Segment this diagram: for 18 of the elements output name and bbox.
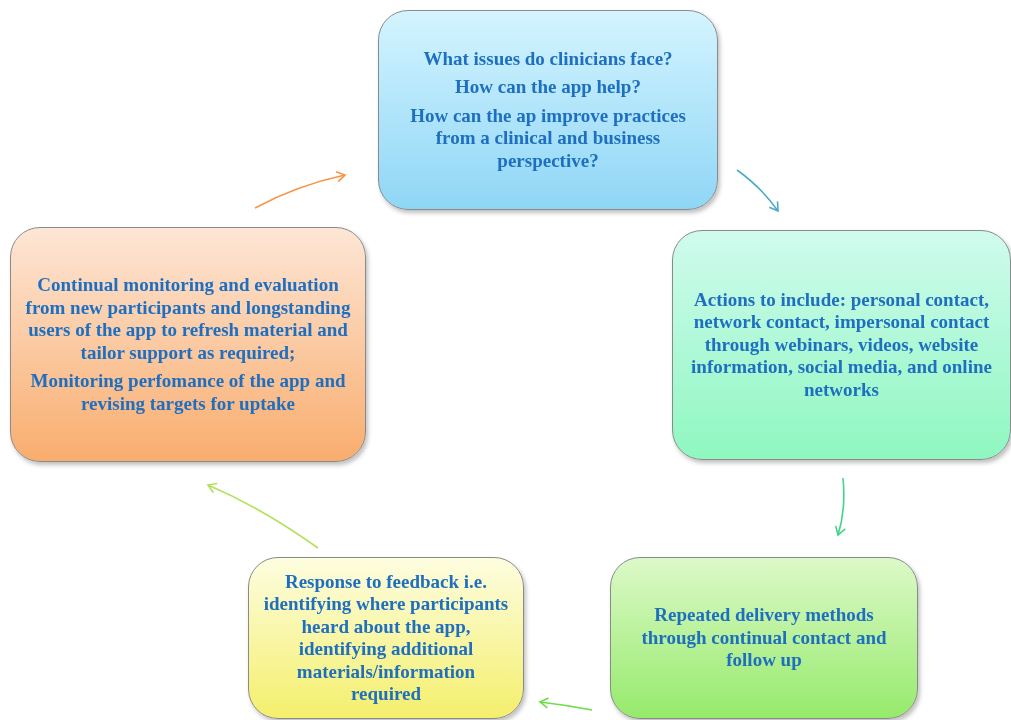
curved-arrow [254, 171, 346, 209]
box-text: Response to feedback i.e. identifying where participants heard about the app, identifying additional materials/information required [263, 570, 509, 706]
box-text: How can the ap improve practices from a clinical and business perspective? [409, 104, 687, 173]
box-text: Continual monitoring and evaluation from new participants and longstanding users of the app to refresh material and tailor support as required; [25, 274, 351, 364]
box-text: How can the app help? [455, 76, 641, 99]
curved-arrow [736, 169, 779, 212]
rounded-box [672, 230, 1011, 460]
rounded-box [10, 227, 366, 462]
box-text: Repeated delivery methods through continual contact and follow up [640, 604, 888, 672]
box-text: What issues do clinicians face? [423, 47, 673, 71]
rounded-box [378, 10, 718, 210]
curved-arrow [834, 477, 846, 536]
rounded-box [610, 557, 918, 719]
rounded-box [248, 557, 524, 719]
box-text: Monitoring perfomance of the app and revising targets for uptake [29, 370, 347, 415]
box-text: Actions to include: personal contact, network contact, impersonal contact through webinars, videos, website information, social media, and online networks [690, 288, 993, 402]
curved-arrow [207, 482, 319, 549]
curved-arrow [539, 697, 593, 711]
